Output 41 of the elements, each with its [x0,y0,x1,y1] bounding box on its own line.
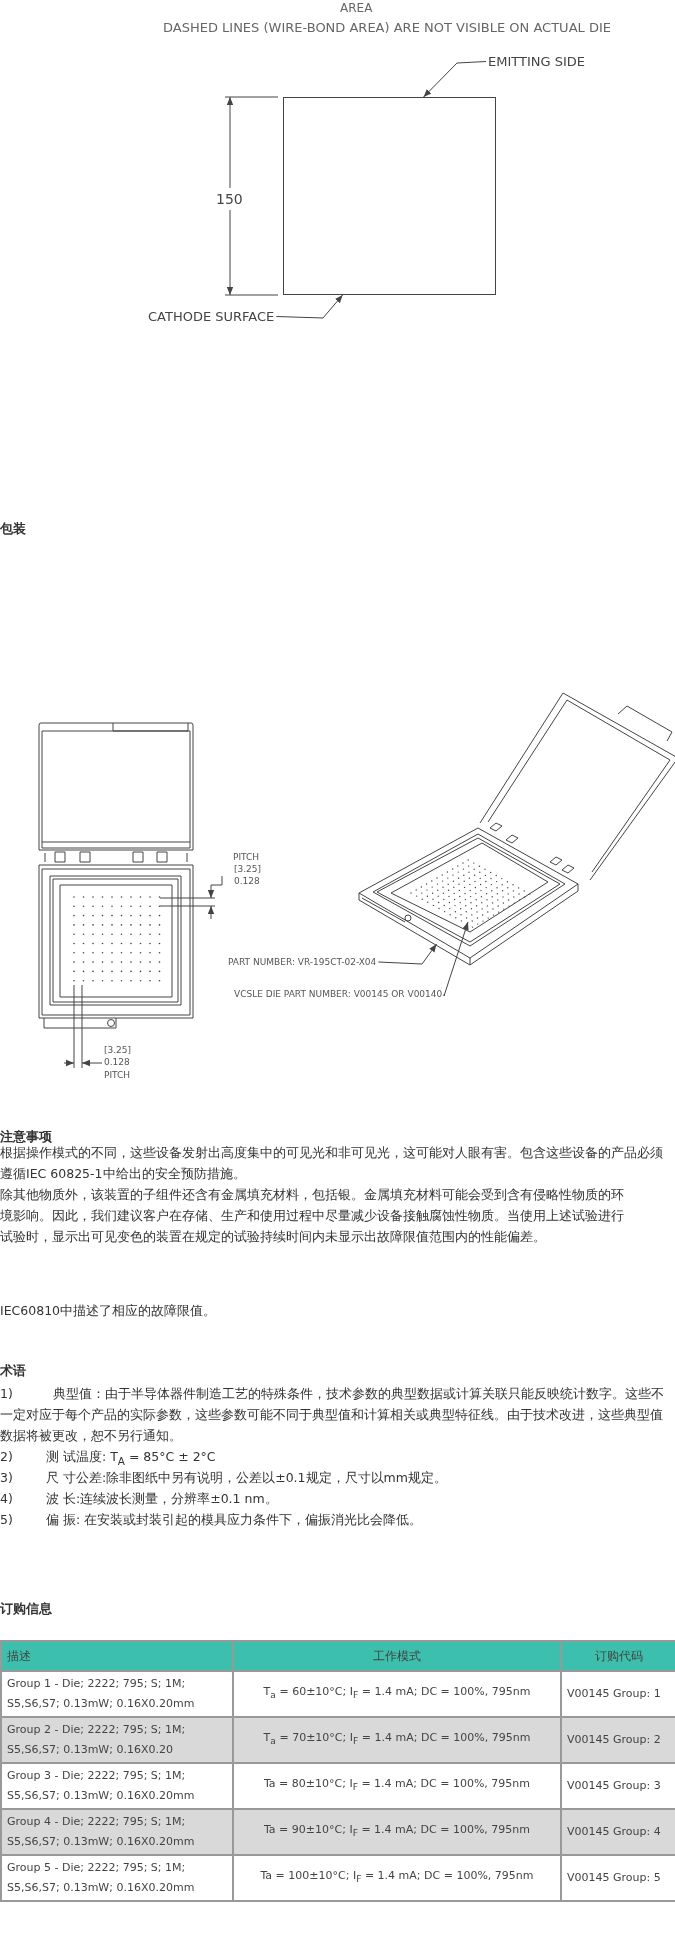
leader-line [423,61,487,98]
list-item: 1) 典型值：由于半导体器件制造工艺的特殊条件，技术参数的典型数据或计算关联只能反映统计数字。这些不一定对应于每个产品的实际参数，这些参数可能不同于典型值和计算相关或典型特征线。由于技术改进，这些典型值数据将被更改，恕不另行通知。 [0,1385,665,1445]
table-cell: Group 2 - Die; 2222; 795; S; 1M; S5,S6,S7; 0.13mW; 0.16X0.20 [1,1717,233,1763]
table-cell: V00145 Group: 2 [561,1717,675,1763]
callout-label: PART NUMBER: VR-195CT-02-X04 [228,957,377,967]
paragraph: 根据操作模式的不同，这些设备发射出高度集中的可见光和非可见光，这可能对人眼有害。包含这些设备的产品必须遵循IEC 60825-1中给出的安全预防措施。 [0,1144,664,1183]
table-header: 工作模式 [233,1641,561,1671]
leader-line [275,294,344,319]
table-cell: T$_{a}$ = 70±10°C; I$_{F}$ = 1.4 mA; DC = 100%, 795nm [233,1717,561,1763]
paragraph: IEC60810中描述了相应的故障限值。 [0,1302,217,1320]
dimension-label: PITCH [104,1070,131,1080]
table-cell: Ta = 90±10°C; I$_{F}$ = 1.4 mA; DC = 100%, 795nm [233,1809,561,1855]
dimension-label: PITCH [233,852,260,862]
dimension-value: 150 [216,191,243,207]
drawing-note: AREA [340,1,373,15]
table-cell: Group 5 - Die; 2222; 795; S; 1M; S5,S6,S7; 0.13mW; 0.16X0.20mm [1,1855,233,1901]
table-cell: Ta = 100±10°C; I$_{F}$ = 1.4 mA; DC = 100%, 795nm [233,1855,561,1901]
callout-label: VCSLE DIE PART NUMBER: V00145 OR V00140 [234,989,443,999]
list-item: 2) 测 试温度: T$_{A}$ = 85°C ± 2°C [0,1448,217,1469]
table-header: 订购代码 [561,1641,675,1671]
leader-line [377,943,438,965]
list-item: 3) 尺 寸公差:除非图纸中另有说明，公差以±0.1规定，尺寸以mm规定。 [0,1469,448,1487]
section-heading: 术语 [0,1362,26,1380]
callout-label: EMITTING SIDE [488,54,585,69]
callout-label: CATHODE SURFACE [148,309,275,324]
paragraph: 除其他物质外，该装置的子组件还含有金属填充材料，包括银。金属填充材料可能会受到含有侵略性物质的环境影响。因此，我们建议客户在存储、生产和使用过程中尽量减少设备接触腐蚀性物质。当使用上述试验进行试验时，显示出可见变色的装置在规定的试验持续时间内未显示出故障限值范围内的性能偏差。 [0,1186,625,1246]
table-cell: V00145 Group: 4 [561,1809,675,1855]
die-outline [283,97,496,295]
dimension-value: [3.25] [234,864,262,874]
section-heading: 注意事项 [0,1128,52,1146]
drawing-note: DASHED LINES (WIRE-BOND AREA) ARE NOT VISIBLE ON ACTUAL DIE [163,20,611,35]
dimension-value: [3.25] [104,1045,132,1055]
dimension-value: 0.128 [234,876,260,886]
list-item: 5) 偏 振: 在安装或封装引起的模具应力条件下，偏振消光比会降低。 [0,1511,424,1529]
dimension-value: 0.128 [104,1057,130,1067]
section-heading: 订购信息 [0,1600,52,1618]
table-header: 描述 [1,1641,233,1671]
leader-line [443,921,469,997]
section-heading: 包装 [0,520,26,538]
table-cell: Group 4 - Die; 2222; 795; S; 1M; S5,S6,S7; 0.13mW; 0.16X0.20mm [1,1809,233,1855]
list-item: 4) 波 长:连续波长测量，分辨率±0.1 nm。 [0,1490,279,1508]
